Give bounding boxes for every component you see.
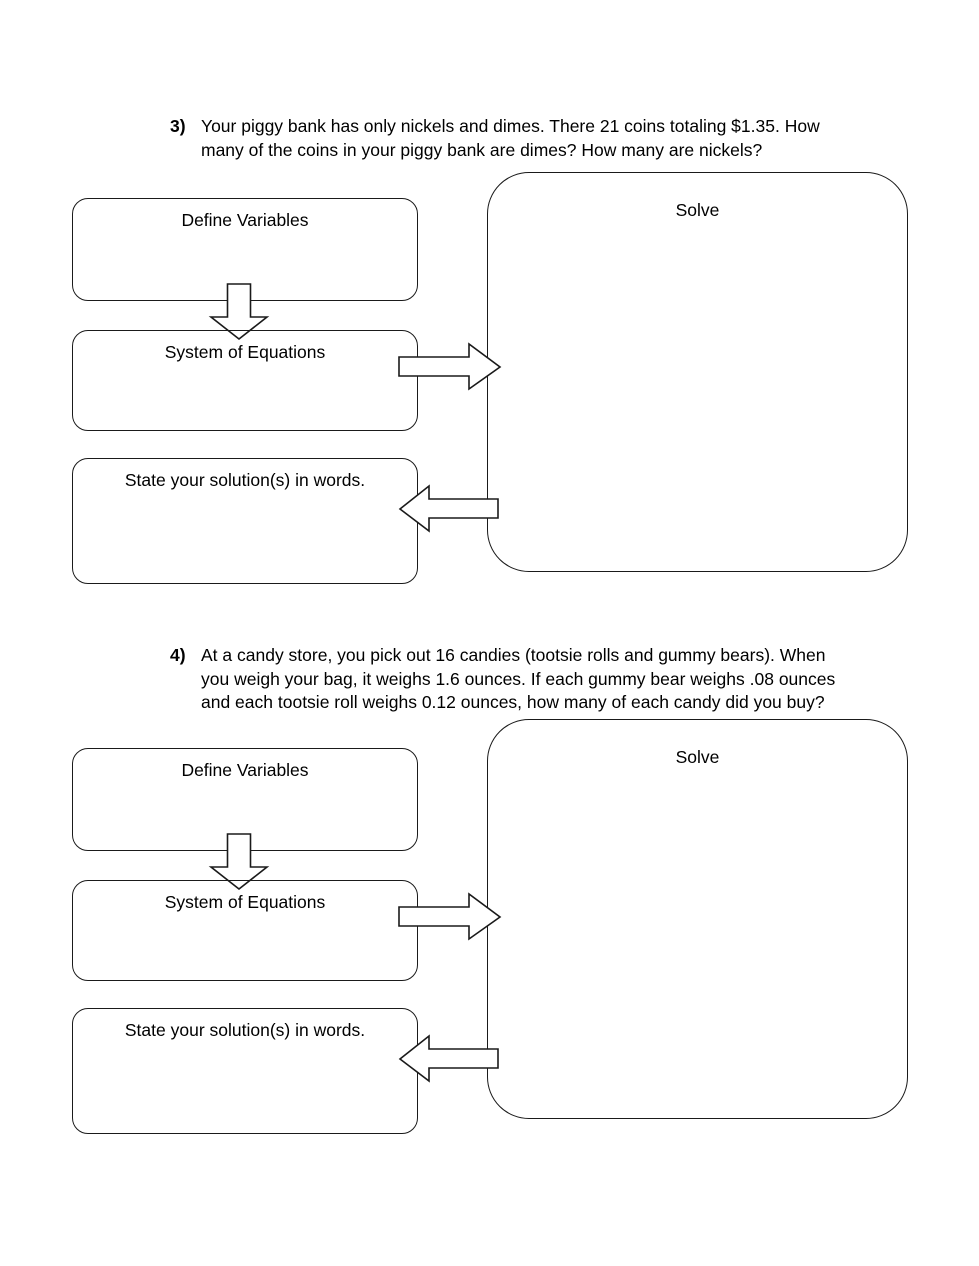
- left-arrow-icon-3: [398, 484, 499, 533]
- right-arrow-icon-3: [398, 342, 502, 391]
- system-of-equations-label-3: System of Equations: [164, 342, 326, 362]
- define-variables-label-4: Define Variables: [181, 760, 309, 780]
- problem-number-4: 4): [170, 645, 186, 665]
- state-solution-box-3[interactable]: State your solution(s) in words.: [72, 458, 418, 584]
- system-of-equations-box-4[interactable]: System of Equations: [72, 880, 418, 981]
- left-arrow-icon-4: [398, 1034, 499, 1083]
- state-solution-label-3: State your solution(s) in words.: [124, 470, 366, 490]
- solve-box-4[interactable]: Solve: [487, 719, 908, 1119]
- state-solution-box-4[interactable]: State your solution(s) in words.: [72, 1008, 418, 1134]
- right-arrow-icon-4: [398, 892, 502, 941]
- solve-box-label-3: Solve: [675, 200, 720, 220]
- state-solution-label-4: State your solution(s) in words.: [124, 1020, 366, 1040]
- define-variables-label-3: Define Variables: [181, 210, 309, 230]
- system-of-equations-box-3[interactable]: System of Equations: [72, 330, 418, 431]
- problem-text-3: Your piggy bank has only nickels and dim…: [201, 116, 820, 160]
- down-arrow-icon-3: [208, 283, 270, 341]
- down-arrow-icon-4: [208, 833, 270, 891]
- solve-box-label-4: Solve: [675, 747, 720, 767]
- problem-text-4: At a candy store, you pick out 16 candie…: [201, 645, 836, 712]
- solve-box-3[interactable]: Solve: [487, 172, 908, 572]
- problem-prompt-4: 4) At a candy store, you pick out 16 can…: [170, 644, 840, 715]
- system-of-equations-label-4: System of Equations: [164, 892, 326, 912]
- problem-prompt-3: 3) Your piggy bank has only nickels and …: [170, 115, 840, 162]
- problem-number-3: 3): [170, 116, 186, 136]
